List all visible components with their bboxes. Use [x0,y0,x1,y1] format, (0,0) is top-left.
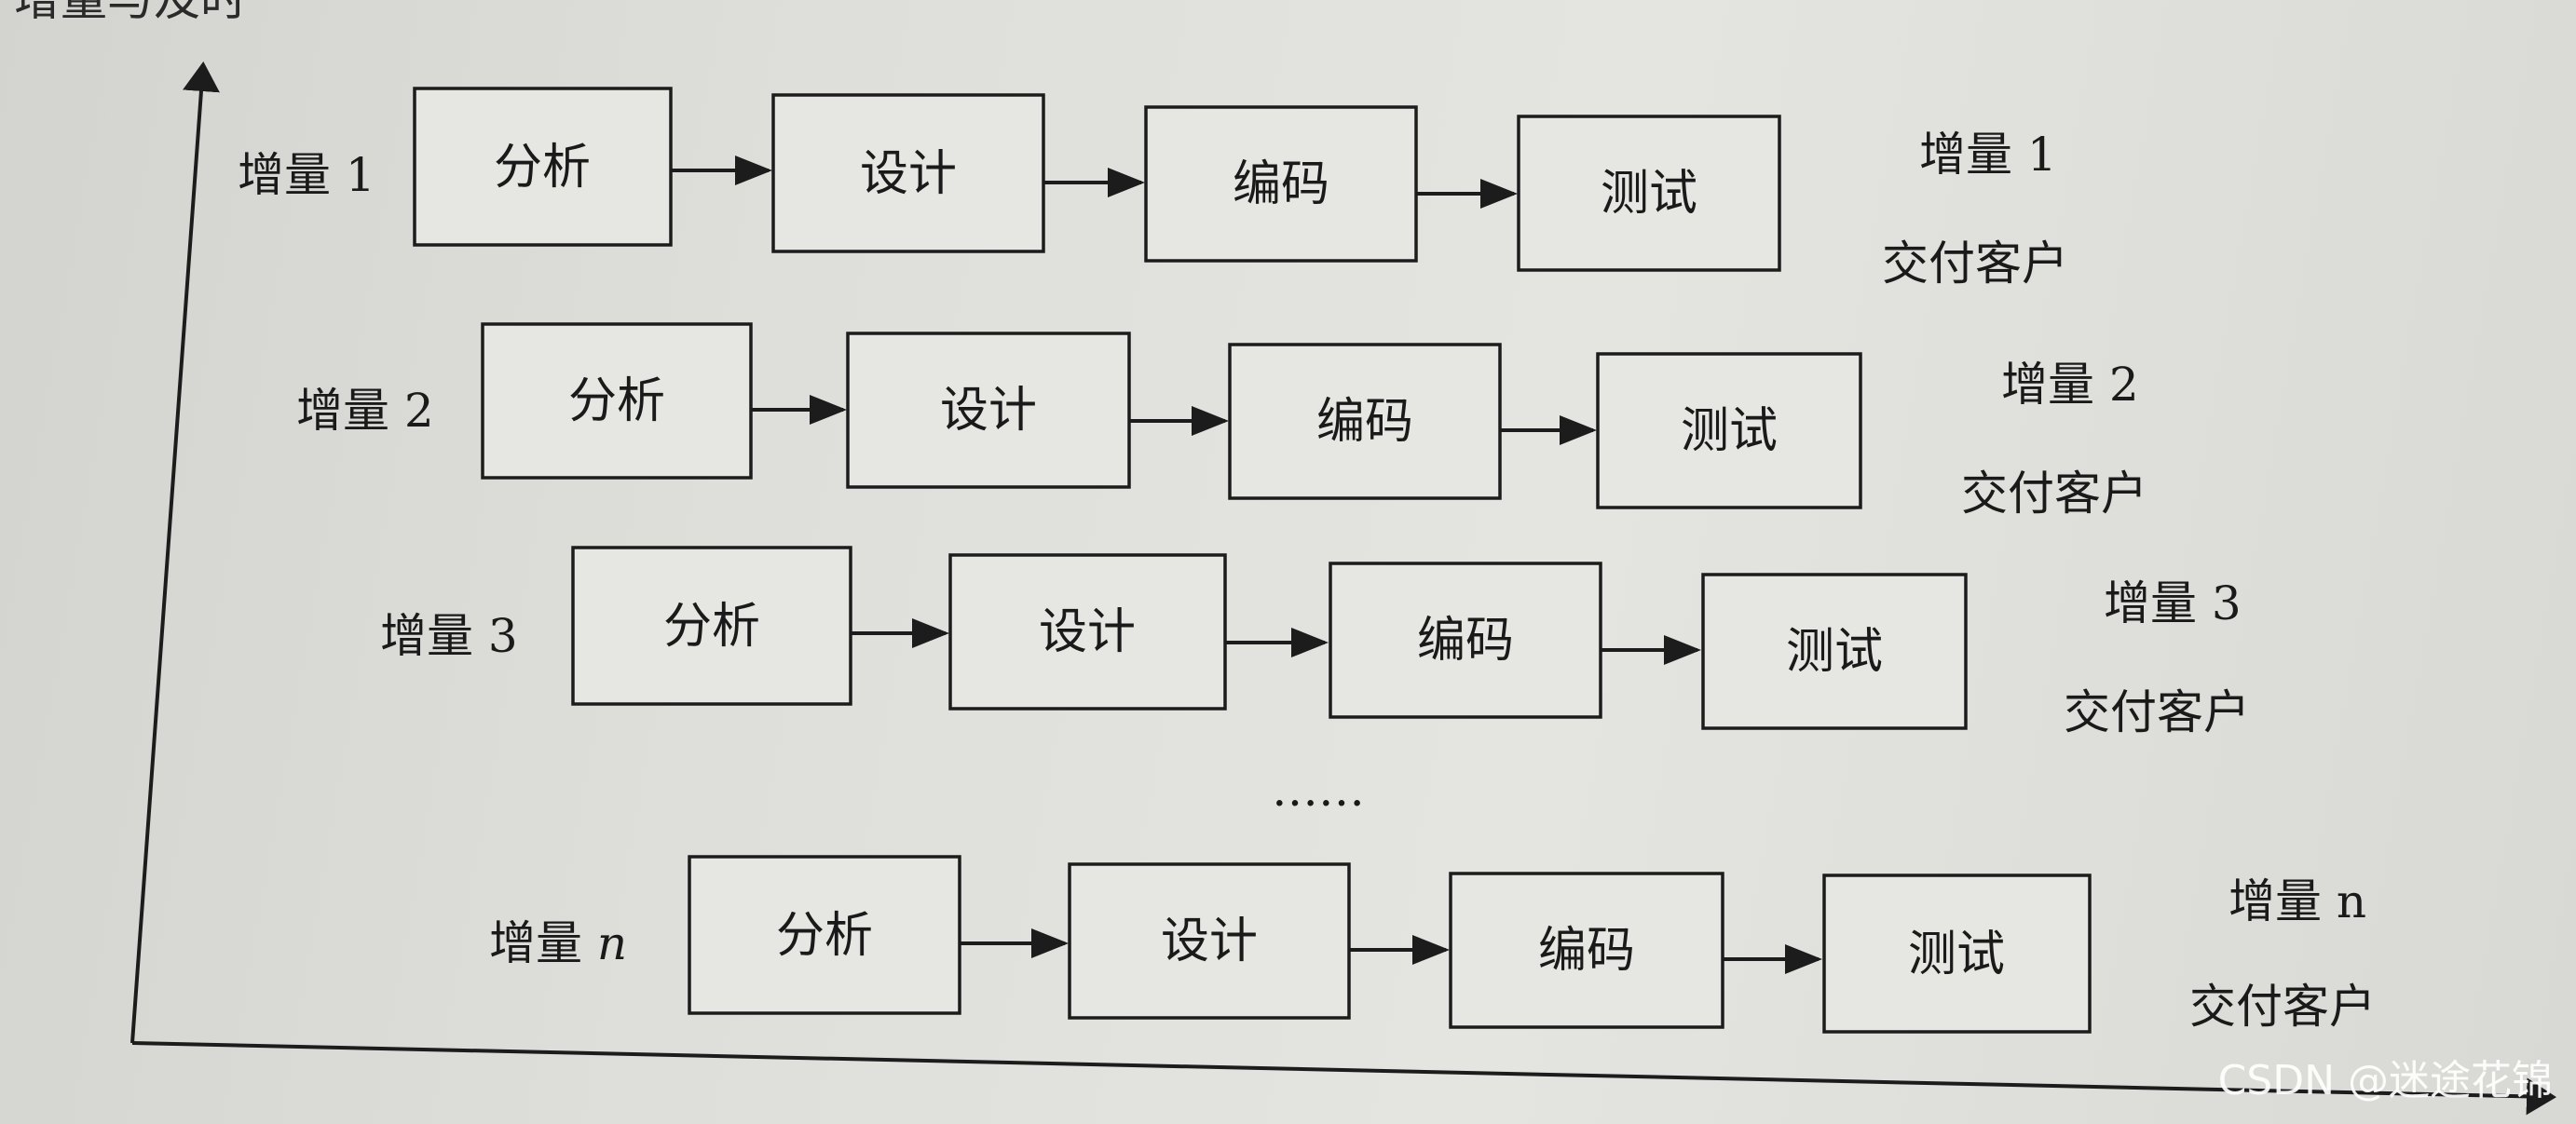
stage-box-analysis: 分析 [481,322,753,480]
increment-row-2: 增量 2 分析 设计 编码 测试 增量 2 交付客户 [296,322,2147,521]
svg-text:编码: 编码 [1417,613,1514,669]
stage-box-testing: 测试 [1822,873,2092,1034]
stage-box-analysis: 分析 [688,855,961,1015]
svg-text:测试: 测试 [1786,624,1883,680]
svg-text:编码: 编码 [1538,923,1635,979]
svg-text:分析: 分析 [776,908,873,964]
stage-box-design: 设计 [846,332,1131,489]
svg-text:设计: 设计 [940,383,1037,439]
stage-box-design: 设计 [1068,862,1351,1020]
watermark: CSDN @迷途花锦 [2218,1057,2553,1104]
stage-box-design: 设计 [948,553,1227,711]
stage-box-design: 设计 [771,93,1045,253]
delivery-increment-label: 增量 2 [2001,358,2139,412]
svg-text:设计: 设计 [1161,914,1258,969]
horizontal-axis [131,1041,2556,1116]
svg-text:测试: 测试 [1601,166,1697,222]
delivery-action: 交付客户 [2189,980,2376,1034]
stage-box-analysis: 分析 [571,546,852,706]
svg-text:测试: 测试 [1908,927,2005,982]
delivery-action: 交付客户 [1961,467,2147,521]
stage-box-coding: 编码 [1329,562,1602,719]
stage-box-testing: 测试 [1596,352,1862,509]
increment-label: 增量 2 [296,384,434,438]
delivery-increment-label: 增量 1 [1919,128,2057,182]
vertical-axis [130,61,220,1044]
svg-text:编码: 编码 [1233,156,1329,212]
stage-box-testing: 测试 [1517,115,1781,272]
stage-box-coding: 编码 [1449,872,1724,1029]
increment-row-n: 增量 n 分析 设计 编码 测试 增量 n 交付客户 [489,855,2376,1034]
svg-text:设计: 设计 [860,146,957,202]
stage-box-coding: 编码 [1144,105,1418,263]
increment-label: 增量 1 [238,148,375,202]
delivery-increment-label: 增量 n [2228,874,2366,928]
stage-box-testing: 测试 [1701,573,1968,730]
increment-row-1: 增量 1 分析 设计 编码 测试 增量 1 交付客户 [238,87,2068,291]
ellipsis: …… [1272,763,1365,817]
stage-box-coding: 编码 [1228,343,1502,500]
svg-text:设计: 设计 [1039,604,1136,660]
delivery-action: 交付客户 [2064,685,2250,739]
increment-label: 增量 3 [380,609,518,663]
delivery-action: 交付客户 [1882,237,2068,291]
svg-text:分析: 分析 [663,599,760,655]
stage-box-analysis: 分析 [413,87,673,247]
top-clipped-text: 增量与及时 [14,0,247,26]
svg-text:编码: 编码 [1316,394,1413,450]
increment-label: 增量 n [489,916,627,970]
increment-row-3: 增量 3 分析 设计 编码 测试 增量 3 交付客户 [380,546,2250,739]
svg-text:分析: 分析 [568,373,665,429]
delivery-increment-label: 增量 3 [2104,576,2242,630]
svg-text:分析: 分析 [494,140,591,196]
svg-text:测试: 测试 [1681,403,1778,459]
